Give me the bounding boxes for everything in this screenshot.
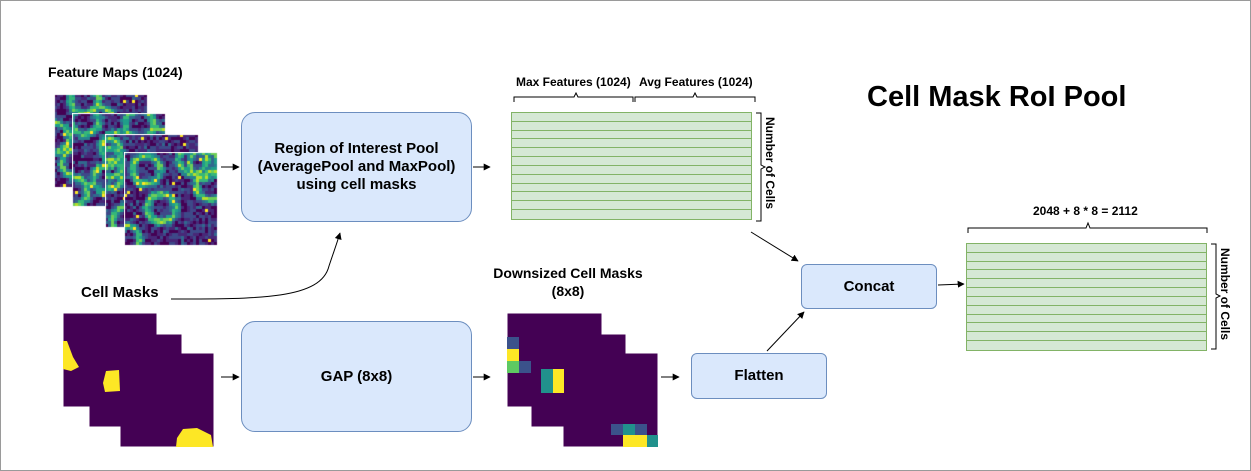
max-features-label: Max Features (1024) xyxy=(516,75,631,89)
mask-pixel xyxy=(611,424,623,435)
mask-pixel xyxy=(623,424,635,435)
table-row xyxy=(512,210,751,219)
mask-cell-blob xyxy=(103,370,120,392)
table-row xyxy=(967,244,1206,253)
table-row xyxy=(512,192,751,202)
arrow-table-to-concat xyxy=(750,231,799,262)
arrow-flatten-to-concat xyxy=(766,311,805,352)
table-row xyxy=(967,262,1206,271)
flatten-box: Flatten xyxy=(691,353,827,399)
feature-map-image xyxy=(124,152,218,246)
table-row xyxy=(967,270,1206,280)
table-row xyxy=(967,297,1206,306)
downsized-cell-masks-label: Downsized Cell Masks (8x8) xyxy=(483,264,653,300)
number-of-cells-label: Number of Cells xyxy=(763,117,777,210)
concatenated-features-table xyxy=(966,243,1207,351)
concat-box: Concat xyxy=(801,264,937,309)
table-row xyxy=(512,166,751,175)
table-row xyxy=(512,201,751,211)
gap-box: GAP (8x8) xyxy=(241,321,472,432)
brace-max-features xyxy=(513,91,634,102)
mask-pixel xyxy=(553,369,564,393)
mask-pixel xyxy=(507,349,519,361)
downsized-label-line-1: Downsized Cell Masks xyxy=(493,265,643,281)
table-row xyxy=(512,148,751,158)
brace-number-of-cells-output xyxy=(1211,243,1222,350)
arrow-cellmasks-to-roi xyxy=(170,232,342,300)
mask-pixel xyxy=(507,337,519,349)
table-row xyxy=(967,306,1206,315)
mask-pixel xyxy=(541,369,553,393)
roi-pool-line: Region of Interest Pool xyxy=(274,140,439,157)
mask-cell-blob xyxy=(176,428,213,447)
roi-pool-line: (AveragePool and MaxPool) xyxy=(257,158,456,175)
table-row xyxy=(512,122,751,131)
mask-pixel xyxy=(635,424,647,435)
brace-concat-size xyxy=(967,221,1208,233)
table-row xyxy=(967,323,1206,333)
mask-pixel xyxy=(623,435,647,447)
mask-pixel xyxy=(647,435,658,447)
brace-number-of-cells-top xyxy=(756,112,767,222)
table-row xyxy=(512,175,751,184)
pooled-features-table xyxy=(511,112,752,220)
mask-pixel xyxy=(519,361,531,373)
cell-masks-label: Cell Masks xyxy=(81,284,159,301)
number-of-cells-label-output: Number of Cells xyxy=(1218,248,1232,341)
arrow-concat-to-output xyxy=(937,280,965,288)
table-row xyxy=(967,315,1206,324)
mask-cell-blob xyxy=(63,341,79,371)
table-row xyxy=(967,288,1206,297)
diagram-title: Cell Mask RoI Pool xyxy=(867,81,1127,113)
concat-size-label: 2048 + 8 * 8 = 2112 xyxy=(1033,204,1138,218)
table-row xyxy=(512,184,751,193)
roi-pool-box: Region of Interest Pool (AveragePool and… xyxy=(241,112,472,222)
table-row xyxy=(512,139,751,149)
mask-pixel xyxy=(507,361,519,373)
feature-maps-label: Feature Maps (1024) xyxy=(48,64,183,80)
downsized-label-line-2: (8x8) xyxy=(551,283,585,299)
table-row xyxy=(967,279,1206,289)
brace-avg-features xyxy=(634,91,756,102)
roi-pool-line: using cell masks xyxy=(296,176,417,193)
table-row xyxy=(967,253,1206,262)
table-row xyxy=(512,131,751,140)
table-row xyxy=(512,157,751,166)
table-row xyxy=(967,332,1206,342)
avg-features-label: Avg Features (1024) xyxy=(639,75,753,89)
table-row xyxy=(512,113,751,122)
table-row xyxy=(967,341,1206,350)
